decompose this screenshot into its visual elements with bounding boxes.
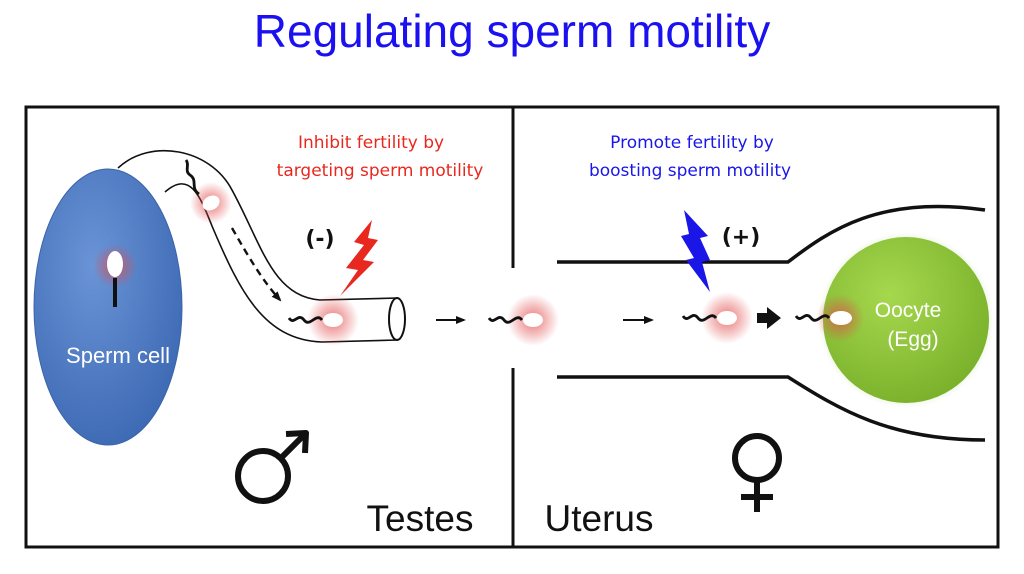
sperm-icon (794, 294, 864, 342)
sperm-cell-body (33, 168, 183, 446)
promote-annotation-line2: boosting sperm motility (589, 161, 791, 181)
testes-label: Testes (367, 498, 474, 539)
oocyte-label-line2: (Egg) (887, 328, 938, 351)
sperm-cell-label: Sperm cell (66, 343, 170, 368)
oocyte-label-line1: Oocyte (875, 299, 942, 322)
bold-arrow-icon (757, 307, 781, 329)
sperm-icon (487, 294, 559, 346)
sperm-icon (184, 159, 232, 224)
tube-opening (388, 297, 406, 341)
page-title: Regulating sperm motility (253, 5, 771, 57)
uterus-wall-bottom (557, 375, 986, 442)
sperm-cell-nucleus (107, 251, 123, 277)
promote-effect-sign: (+) (722, 225, 761, 250)
uterus-label: Uterus (545, 498, 654, 539)
inhibit-annotation-line2: targeting sperm motility (277, 161, 484, 181)
sperm-icon (681, 292, 753, 344)
inhibit-annotation-line1: Inhibit fertility by (298, 133, 444, 153)
inhibit-effect-sign: (-) (305, 227, 334, 252)
dashed-arrow-icon (230, 227, 282, 302)
lightning-bolt-icon (340, 220, 378, 296)
sperm-icon (287, 294, 359, 346)
oocyte (823, 237, 989, 403)
promote-annotation-line1: Promote fertility by (610, 133, 774, 153)
male-symbol-icon (235, 430, 309, 504)
lightning-bolt-icon (681, 210, 710, 292)
uterus-wall-top (557, 204, 986, 264)
seminiferous-tube (117, 149, 399, 301)
female-symbol-icon (732, 433, 782, 512)
